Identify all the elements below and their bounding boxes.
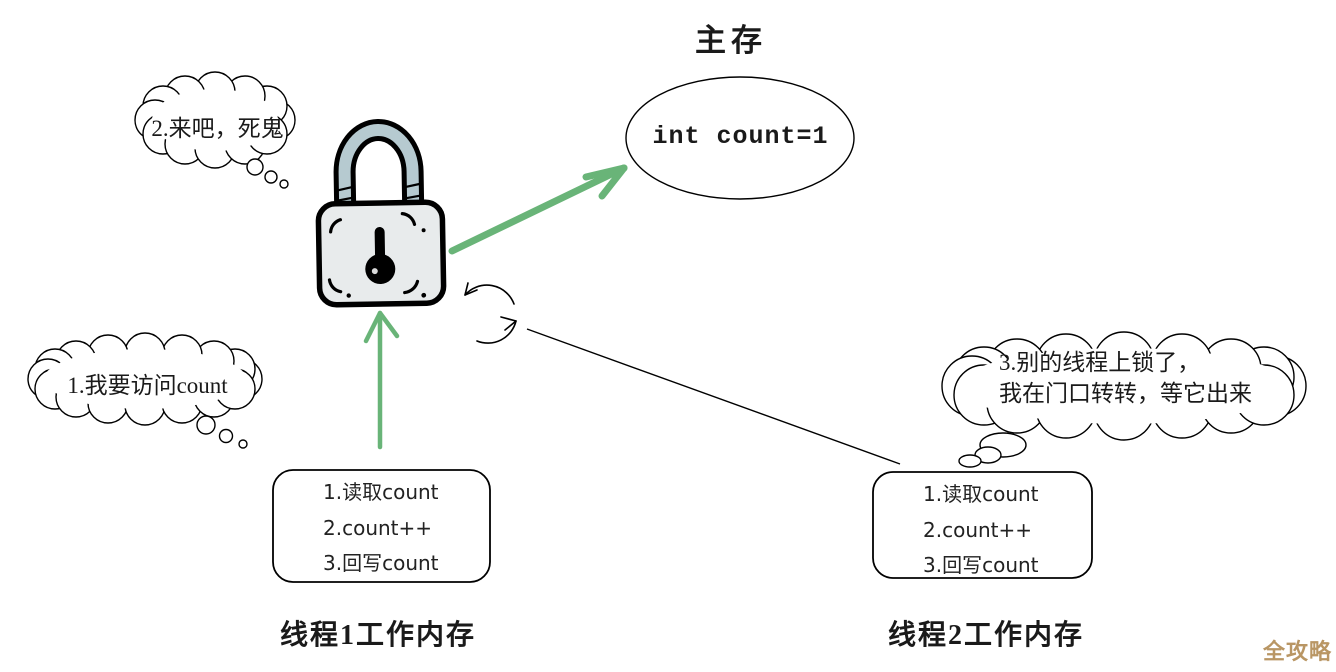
- thread2-step-1: 1.读取count: [923, 482, 1039, 506]
- thought-bubble-wait: [941, 331, 1307, 468]
- thread2-box-lines: 1.读取count 2.count++ 3.回写count: [923, 477, 1039, 584]
- thread2-step-2: 2.count++: [923, 517, 1033, 542]
- thread1-box-lines: 1.读取count 2.count++ 3.回写count: [323, 475, 439, 582]
- thread2-step-3: 3.回写count: [923, 553, 1039, 577]
- loop-arrow-icon: [464, 282, 517, 344]
- thread2-label: 线程2工作内存: [887, 620, 1084, 651]
- bubble-wait-line1: 3.别的线程上锁了，: [999, 350, 1201, 375]
- thought-bubble-taunt: [134, 71, 296, 189]
- keyhole-icon: [365, 227, 396, 285]
- thought-bubble-request: [27, 332, 263, 449]
- main-memory-title: 主存: [695, 23, 767, 58]
- watermark: 全攻略: [1262, 640, 1332, 665]
- main-memory-ellipse: [625, 76, 855, 200]
- arrow-thread1-to-lock: [363, 310, 400, 450]
- thread1-step-3: 3.回写count: [323, 551, 439, 575]
- thread1-label: 线程1工作内存: [279, 620, 476, 651]
- thread1-step-2: 2.count++: [323, 515, 433, 540]
- bubble-wait-line2: 我在门口转转，等它出来: [999, 381, 1252, 406]
- main-memory-value: int count=1: [652, 122, 829, 151]
- padlock-icon: [315, 119, 447, 308]
- connector-loop-to-thread2: [526, 328, 901, 465]
- bubble-request-text: 1.我要访问count: [67, 373, 228, 398]
- bubble-taunt-text: 2.来吧，死鬼: [151, 116, 284, 141]
- thread2-box: [872, 471, 1093, 579]
- thread1-box: [272, 469, 491, 583]
- arrow-lock-to-main-memory: [448, 164, 628, 255]
- thread1-step-1: 1.读取count: [323, 480, 439, 504]
- lock-corner-marks: [327, 212, 420, 295]
- bubble-wait-text: 3.别的线程上锁了， 我在门口转转，等它出来: [999, 347, 1309, 409]
